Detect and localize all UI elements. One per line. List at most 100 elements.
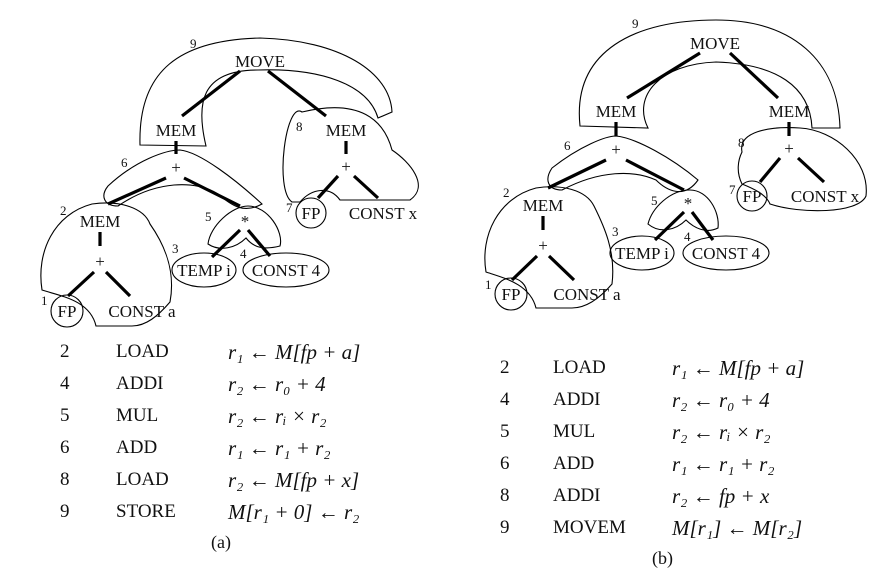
edge xyxy=(316,174,340,200)
expression: r₂ ← rᵢ × r₂ xyxy=(672,420,771,444)
tile-number: 1 xyxy=(41,293,48,308)
tile-7 xyxy=(736,180,768,212)
node-const-4: CONST 4 xyxy=(252,261,321,280)
tile-6 xyxy=(103,149,263,209)
instruction-row: 4 ADDI r₂ ← r₀ + 4 xyxy=(60,368,420,400)
edge xyxy=(246,228,272,258)
instruction-row: 2 LOAD r₁ ← M[fp + a] xyxy=(60,336,420,368)
tile-number: 3 xyxy=(172,241,179,256)
edge xyxy=(66,270,96,298)
opcode: LOAD xyxy=(116,469,169,490)
expression: M[r₁] ← M[r₂] xyxy=(672,516,803,540)
tile-number: 9 xyxy=(632,16,639,31)
expression: r₁ ← r₁ + r₂ xyxy=(672,452,775,476)
tile-3 xyxy=(171,252,237,288)
tile-number: 5 xyxy=(651,193,658,208)
tile-2 xyxy=(484,186,614,309)
node-mem-right: MEM xyxy=(769,102,810,121)
expression: r₁ ← M[fp + a] xyxy=(672,356,805,380)
instruction-row: 8 LOAD r₂ ← M[fp + x] xyxy=(60,464,420,496)
node-const-a: CONST a xyxy=(108,302,176,321)
opcode: MUL xyxy=(116,405,159,426)
tile-1 xyxy=(494,277,528,311)
tile-7 xyxy=(295,197,327,229)
node-plus-right: + xyxy=(341,157,351,176)
instruction-row: 5 MUL r₂ ← rᵢ × r₂ xyxy=(60,400,420,432)
tile-6 xyxy=(547,135,699,192)
node-temp-i: TEMP i xyxy=(615,244,669,263)
opcode: MOVEM xyxy=(553,517,626,538)
node-const-a: CONST a xyxy=(553,285,621,304)
node-fp-low: FP xyxy=(58,302,77,321)
node-move: MOVE xyxy=(690,34,740,53)
node-mem-left: MEM xyxy=(156,121,197,140)
node-plus-right: + xyxy=(784,139,794,158)
instruction-list-a: 2 LOAD r₁ ← M[fp + a] 4 ADDI r₂ ← r₀ + 4… xyxy=(60,336,420,528)
instruction-row: 6 ADD r₁ ← r₁ + r₂ xyxy=(60,432,420,464)
tile-num: 4 xyxy=(60,373,70,394)
node-plus-low: + xyxy=(95,252,105,271)
instruction-row: 9 STORE M[r₁ + 0] ← r₂ xyxy=(60,496,420,528)
instruction-row: 6 ADD r₁ ← r₁ + r₂ xyxy=(500,448,860,480)
node-plus-low: + xyxy=(538,236,548,255)
node-plus-mid: + xyxy=(611,140,621,159)
tile-3 xyxy=(609,235,675,271)
edge xyxy=(625,158,685,192)
node-star: * xyxy=(241,212,250,231)
tile-num: 5 xyxy=(500,421,510,442)
edge xyxy=(626,51,701,100)
instruction-list-b: 2 LOAD r₁ ← M[fp + a] 4 ADDI r₂ ← r₀ + 4… xyxy=(500,352,860,544)
tile-9 xyxy=(139,37,393,147)
caption-b: (b) xyxy=(652,548,673,568)
opcode: ADDI xyxy=(116,373,164,394)
tile-5 xyxy=(207,205,282,249)
expression: M[r₁ + 0] ← r₂ xyxy=(228,500,360,524)
tile-num: 5 xyxy=(60,405,70,426)
expression: r₂ ← rᵢ × r₂ xyxy=(228,404,327,428)
instruction-row: 9 MOVEM M[r₁] ← M[r₂] xyxy=(500,512,860,544)
instruction-row: 5 MUL r₂ ← rᵢ × r₂ xyxy=(500,416,860,448)
tile-num: 4 xyxy=(500,389,510,410)
node-const-x: CONST x xyxy=(349,204,418,223)
edge xyxy=(104,270,132,298)
tile-number: 3 xyxy=(612,224,619,239)
opcode: ADDI xyxy=(553,389,601,410)
edge xyxy=(510,254,539,282)
tile-number: 2 xyxy=(60,203,67,218)
tile-num: 6 xyxy=(60,437,70,458)
opcode: LOAD xyxy=(553,357,606,378)
tree-b: MOVE MEM MEM + + MEM * + FP CONST x TEMP… xyxy=(484,16,867,311)
edge xyxy=(547,254,576,282)
expression: r₁ ← M[fp + a] xyxy=(228,340,361,364)
node-mem-right: MEM xyxy=(326,121,367,140)
edge xyxy=(210,228,242,259)
instruction-row: 4 ADDI r₂ ← r₀ + 4 xyxy=(500,384,860,416)
node-temp-i: TEMP i xyxy=(177,261,231,280)
expression: r₂ ← r₀ + 4 xyxy=(672,388,770,412)
node-mem-low: MEM xyxy=(80,212,121,231)
tile-num: 2 xyxy=(500,357,510,378)
node-star: * xyxy=(684,194,693,213)
tile-2 xyxy=(40,202,173,327)
caption-a: (a) xyxy=(211,532,231,552)
tile-num: 2 xyxy=(60,341,70,362)
opcode: STORE xyxy=(116,501,176,522)
opcode: ADD xyxy=(116,437,158,458)
node-const-4: CONST 4 xyxy=(692,244,761,263)
edge xyxy=(352,174,380,200)
tile-4 xyxy=(682,235,770,271)
instruction-row: 2 LOAD r₁ ← M[fp + a] xyxy=(500,352,860,384)
opcode: ADDI xyxy=(553,485,601,506)
tile-number: 4 xyxy=(240,246,247,261)
tile-number: 6 xyxy=(121,155,128,170)
node-mem-left: MEM xyxy=(596,102,637,121)
edge xyxy=(107,176,167,206)
tile-number: 8 xyxy=(296,119,303,134)
node-mem-low: MEM xyxy=(523,196,564,215)
edge xyxy=(728,51,780,100)
expression: r₂ ← fp + x xyxy=(672,484,770,508)
expression: r₂ ← M[fp + x] xyxy=(228,468,360,492)
node-plus-mid: + xyxy=(171,158,181,177)
node-const-x: CONST x xyxy=(791,187,860,206)
